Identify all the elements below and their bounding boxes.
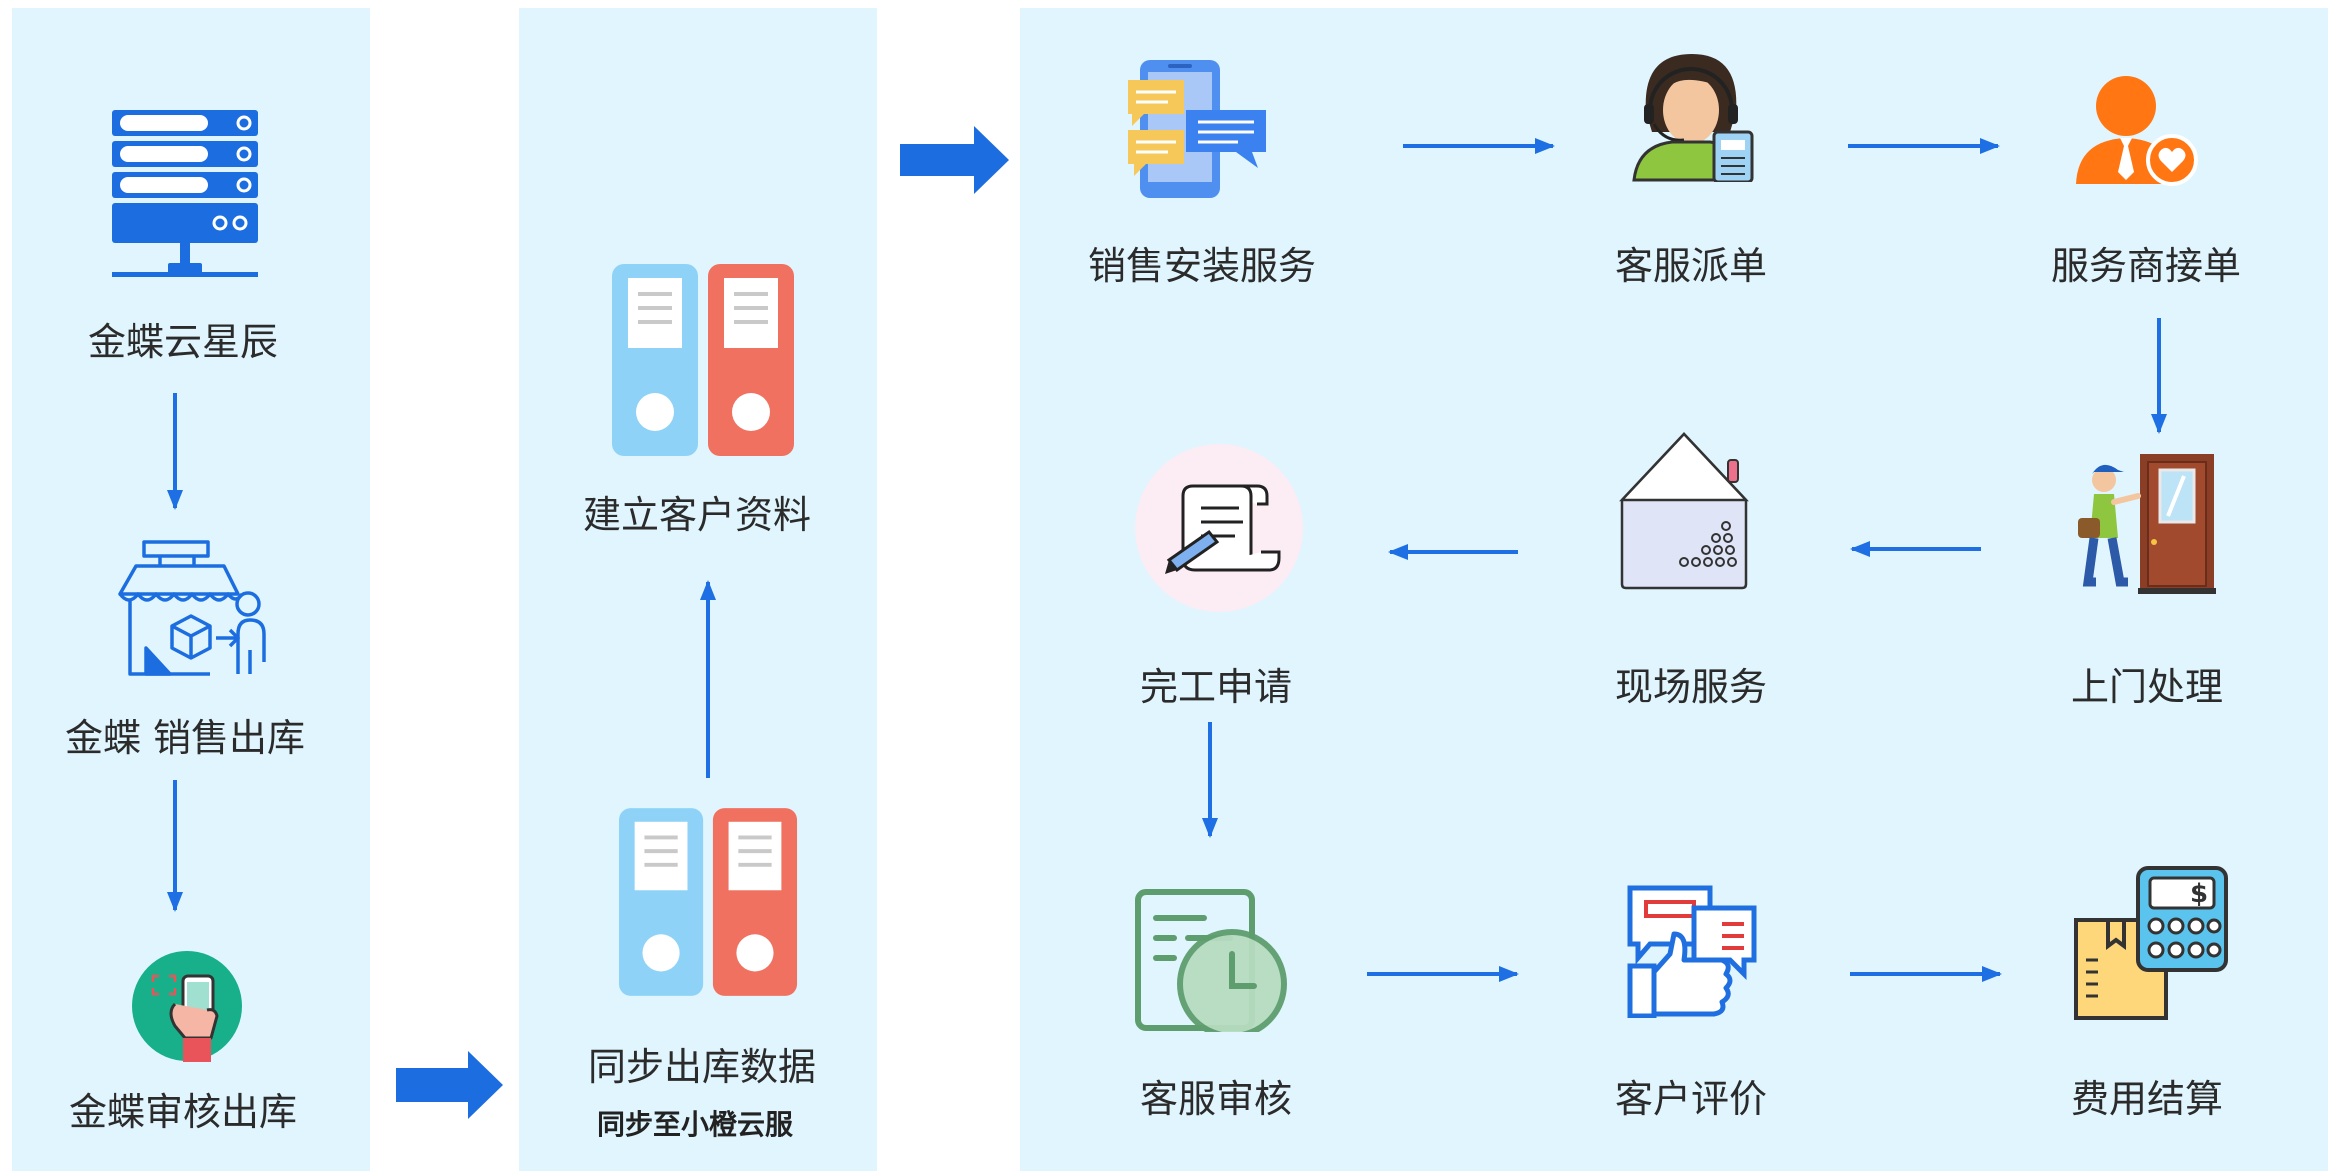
step-label: 同步出库数据 — [587, 1045, 816, 1089]
courier-door-icon — [2078, 454, 2216, 594]
step-label: 客户评价 — [1614, 1077, 1767, 1121]
step-label: 金蝶云星辰 — [87, 320, 278, 364]
step-sublabel: 同步至小橙云服 — [596, 1108, 793, 1141]
user-heart-icon — [2076, 76, 2198, 186]
chat-phone-icon — [1128, 60, 1266, 198]
block-arrow-bottom — [396, 1051, 503, 1119]
step-label: 上门处理 — [2070, 665, 2223, 709]
block-arrow-top — [900, 126, 1009, 194]
step-label: 客服派单 — [1614, 244, 1767, 288]
thumbs-up-chat-icon — [1627, 885, 1757, 1018]
step-label: 完工申请 — [1139, 665, 1292, 709]
phone-scan-icon — [132, 951, 242, 1062]
step-label: 客服审核 — [1139, 1077, 1292, 1121]
svg-text:$: $ — [2190, 879, 2208, 909]
step-label: 现场服务 — [1614, 665, 1767, 709]
house-icon — [1619, 432, 1749, 590]
step-label: 金蝶审核出库 — [68, 1090, 297, 1134]
binder-folders-icon — [612, 264, 794, 456]
calculator-package-icon: $ — [2074, 866, 2228, 1020]
step-label: 费用结算 — [2070, 1077, 2223, 1121]
document-clock-icon — [1135, 889, 1287, 1032]
step-label: 建立客户资料 — [582, 493, 811, 537]
binder-folders-icon — [619, 808, 798, 996]
step-label: 销售安装服务 — [1087, 244, 1316, 288]
server-rack-icon — [112, 110, 258, 277]
shop-delivery-icon — [118, 540, 266, 676]
step-label: 金蝶 销售出库 — [64, 716, 306, 760]
step-label: 服务商接单 — [2050, 244, 2241, 288]
scroll-pen-icon — [1135, 444, 1303, 612]
customer-service-agent-icon — [1632, 54, 1754, 182]
